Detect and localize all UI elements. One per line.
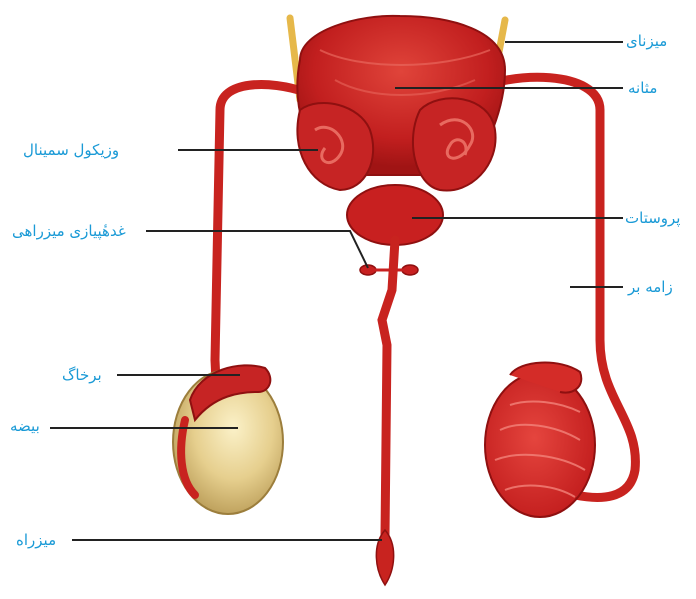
label-urethra: میزراه [16,531,56,549]
label-bulbourethral-gland: غدهٔپیازی میزراهی [12,222,126,240]
leader-bulbourethral [146,231,368,268]
urethra-tip [376,530,393,585]
label-prostate: پروستات [625,209,680,227]
label-testis: بیضه [10,417,40,435]
right-testis-section [485,373,595,517]
label-ureter: میزنای [626,32,667,50]
label-vas-deferens: زامه بر [628,278,673,296]
label-epididymis: برخاگ [62,366,102,384]
label-seminal-vesicle: وزیکول سمینال [23,141,119,159]
right-seminal-vesicle [413,98,496,190]
urethra-shape [382,240,395,535]
label-bladder: مثانه [628,79,657,97]
